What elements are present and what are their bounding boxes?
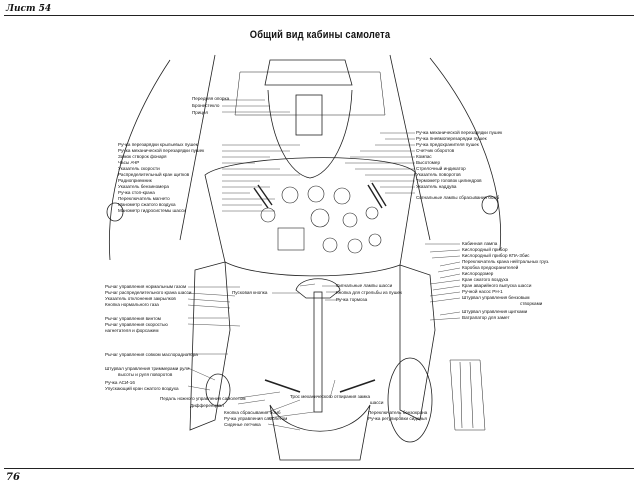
label-left-lower-11: Ручка АСИ-16: [105, 380, 135, 385]
label-armour-glass: Бронестекло: [192, 103, 220, 108]
label-left-lower-9: Штурвал управления триммерами руля: [105, 366, 190, 371]
label-right-9: Термометр головок цилиндров: [416, 178, 482, 183]
label-right-lower-3: Кислородный прибор КПА-3бис: [462, 253, 530, 258]
pilot-seat: [269, 404, 371, 461]
label-gunsight: Прицел: [192, 110, 209, 115]
stick-grip: [295, 278, 341, 299]
label-brake-lever: Ручка тормоза: [336, 297, 368, 302]
label-right-6: Высотомер: [416, 160, 441, 165]
instrument-dials: [260, 185, 382, 254]
label-left-4: Часы АЧР: [118, 160, 140, 165]
label-right-lower-7: Кран сжатого воздуха: [462, 277, 509, 282]
label-left-1: Ручка перезарядки крыльевых пушек: [118, 142, 198, 147]
label-left-7: Радиоприемник: [118, 178, 152, 183]
label-control-stick: Ручка управления самолетом: [224, 416, 288, 421]
label-right-5: Компас: [416, 154, 432, 159]
label-left-lower-12: Упускающий кран сжатого воздуха: [105, 386, 179, 391]
label-left-lower-8: Рычаг управления совком маслорадиатора: [105, 352, 198, 357]
label-left-lower-10: высоты и руля поворотов: [118, 372, 173, 377]
label-left-6: Распределительный кран щитков: [118, 172, 190, 177]
canopy-frame-left: [108, 59, 171, 261]
label-front-support: Передняя опорка: [192, 96, 230, 101]
label-right-lower-5: Коробка предохранителей: [462, 265, 519, 270]
label-right-lower-6: Кислородомер: [462, 271, 494, 276]
label-left-lower-3: Указатель отклонения закрылков: [105, 296, 176, 301]
leader-lines: [187, 99, 461, 431]
label-left-lower-6: Рычаг управления скоростью: [105, 322, 168, 327]
label-left-9: Ручка стоп-крана: [118, 190, 155, 195]
canopy-post-left: [179, 54, 216, 241]
label-right-lower-9: Ручной насос РН-1: [462, 289, 503, 294]
label-rudder-pedal: Педаль ножного управления самолетом: [160, 396, 246, 401]
label-right-1: Ручка механической перезарядки пушек: [416, 130, 503, 135]
label-left-lower-7: нагнетателя и форсажем: [105, 328, 159, 333]
footer-rule: [4, 468, 634, 469]
right-charging-handle: [367, 182, 387, 209]
label-right-lower-2: Кислородный прибор: [462, 247, 508, 252]
windscreen: [264, 59, 353, 86]
label-right-7: Стрелочный индикатор: [416, 166, 466, 171]
label-left-lower-2: Рычаг распределительного крана шасси: [105, 290, 192, 295]
label-gear-lamps: Сигнальные лампы шасси: [336, 283, 393, 288]
label-pilot-seat: Сиденье летчика: [224, 422, 261, 427]
label-right-lower-4: Переключатель крана нейтральных груз.: [462, 259, 550, 264]
label-right-lower-8: Кран аварийного выпуска шасси: [462, 283, 532, 288]
label-right-lower-11: створками: [520, 301, 543, 306]
label-right-2: Ручка пневмоперезарядки пушек: [416, 136, 487, 141]
side-panel-stripes: [449, 359, 486, 431]
right-console: [399, 264, 436, 421]
canopy-frame-right: [429, 57, 502, 251]
flaps-wheel: [387, 357, 433, 443]
left-side-porthole: [106, 202, 124, 222]
gunsight-hood: [267, 89, 353, 179]
label-right-lower-10: Штурвал управления бензовым: [462, 295, 530, 300]
label-seat-adjust: Ручка регулировки сиденья: [368, 416, 427, 421]
label-right-3: Ручка предохранителя пушек: [416, 142, 479, 147]
label-right-lower-1: Кабинная лампа: [462, 241, 498, 246]
label-trigger-button: Пусковая кнопка: [232, 290, 268, 295]
label-left-lower-1: Рычаг управления нормальным газом: [105, 284, 187, 289]
label-differential: Дифференциал: [190, 403, 224, 408]
label-right-lower-13: Ватрапатор для замет: [462, 315, 510, 320]
label-right-11: Сигнальные лампы сбрасывания бомб: [416, 195, 500, 200]
label-left-3: Замок створок фонаря: [118, 154, 167, 159]
sheet-number: Лист 54: [6, 4, 52, 14]
rudder-pedals: [264, 379, 376, 393]
label-right-10: Указатель наддува: [416, 184, 457, 189]
label-right-8: Указатель поворотов: [416, 172, 461, 177]
label-gear-release-cable-2: шасси: [370, 400, 384, 405]
label-left-12: Манометр гидросистемы шасси: [118, 208, 186, 213]
label-left-8: Указатель бензиномера: [118, 184, 169, 189]
elevator-trim-wheel: [205, 373, 231, 407]
label-left-5: Указатель скорости: [118, 166, 160, 171]
label-left-2: Ручка механической перезарядки пушек: [118, 148, 205, 153]
header-rule: [4, 15, 634, 16]
right-side-porthole: [481, 195, 499, 215]
label-left-lower-4: Кнопка нормального газа: [105, 302, 159, 307]
diagram-title: Общий вид кабины самолета: [249, 29, 391, 41]
control-stick: [313, 291, 323, 413]
label-bomb-release: Кнопка сбрасывания бомб: [224, 410, 281, 415]
label-cannon-button: Кнопка для стрельбы из пушек: [336, 290, 402, 295]
instrument-panel: [204, 157, 416, 277]
label-right-4: Счетчик оборотов: [416, 148, 455, 153]
canopy-post-right: [389, 54, 431, 241]
label-left-11: Манометр сжатого воздуха: [118, 202, 176, 207]
page-number: 76: [6, 472, 20, 483]
left-charging-handle: [253, 184, 273, 209]
label-right-lower-12: Штурвал управления щитками: [462, 309, 528, 314]
label-left-10: Переключатель магнето: [118, 196, 170, 201]
armour-glass: [234, 71, 386, 116]
label-gear-release-cable: Трос механического отпирания замка: [290, 394, 371, 399]
label-fuel-selector: Переключатель бензокрана: [368, 410, 428, 415]
label-left-lower-5: Рычаг управления винтом: [105, 316, 161, 321]
